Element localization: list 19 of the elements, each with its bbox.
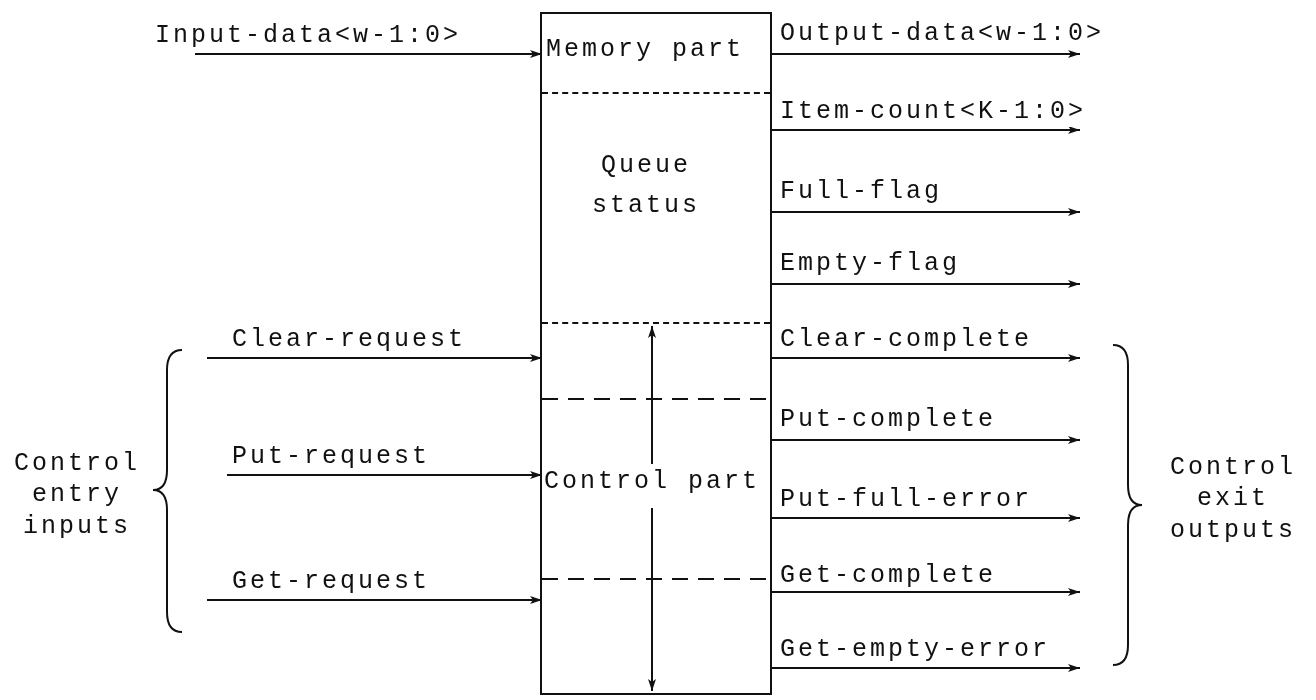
part-label: Control part xyxy=(544,468,761,497)
signal-arrow xyxy=(769,208,1081,216)
group-label: Control entry inputs xyxy=(13,448,141,542)
signal-arrow xyxy=(769,588,1081,596)
signal-arrow xyxy=(226,471,543,479)
signal-arrow xyxy=(769,354,1081,362)
signal-arrow xyxy=(769,280,1081,288)
signal-arrow xyxy=(206,354,543,362)
signal-arrow xyxy=(769,50,1081,58)
signal-arrow xyxy=(194,50,543,58)
part-label: Queue status xyxy=(591,150,701,222)
part-label: Memory part xyxy=(546,36,745,65)
queue-block xyxy=(540,12,772,695)
group-label: Control exit outputs xyxy=(1169,452,1297,546)
signal-arrow xyxy=(769,436,1081,444)
signal-arrow xyxy=(769,514,1081,522)
signal-arrow xyxy=(769,664,1081,672)
signal-arrow xyxy=(769,126,1081,134)
signal-arrow xyxy=(206,596,543,604)
